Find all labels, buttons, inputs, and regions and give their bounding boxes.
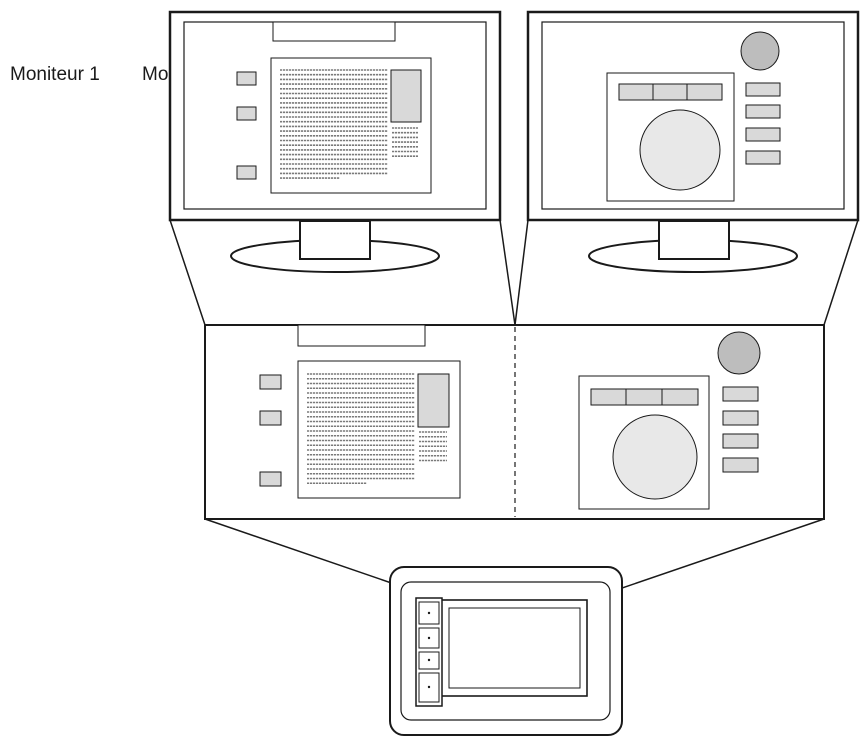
monitor-2-segment-bar (618, 83, 723, 101)
combined-side-button (722, 386, 759, 402)
combined-document-text (307, 373, 447, 485)
monitor-1 (168, 10, 502, 273)
graphics-tablet (389, 566, 623, 736)
monitor-2-round-button (740, 31, 780, 71)
combined-top-toolbar (297, 324, 426, 347)
monitor-1-document-text (280, 69, 418, 179)
monitor-2 (526, 10, 860, 273)
combined-desktop (204, 324, 825, 520)
monitor-1-side-icon (236, 106, 257, 121)
combined-side-icon (259, 471, 282, 487)
combined-side-icon (259, 374, 282, 390)
combined-round-button (717, 331, 761, 375)
combined-document-image (417, 373, 450, 428)
combined-segment-bar (590, 388, 699, 406)
combined-side-button (722, 410, 759, 426)
combined-side-button (722, 433, 759, 449)
monitor-2-side-button (745, 82, 781, 97)
monitor-1-document-image (390, 69, 422, 123)
tablet-active-area-inner (448, 607, 581, 689)
monitor-2-side-button (745, 104, 781, 119)
monitor-projection-lines (169, 219, 859, 326)
monitor-1-side-icon (236, 165, 257, 180)
monitor-2-side-button (745, 150, 781, 165)
monitor-1-top-toolbar (272, 21, 396, 42)
monitor-2-stand (658, 220, 730, 260)
monitor-1-label: Moniteur 1 (10, 64, 100, 85)
monitor-1-side-icon (236, 71, 257, 86)
combined-side-button (722, 457, 759, 473)
monitor-1-stand (299, 220, 371, 260)
monitor-2-side-button (745, 127, 781, 142)
combined-side-icon (259, 410, 282, 426)
monitor-2-dial (639, 109, 721, 191)
combined-dial (612, 414, 698, 500)
